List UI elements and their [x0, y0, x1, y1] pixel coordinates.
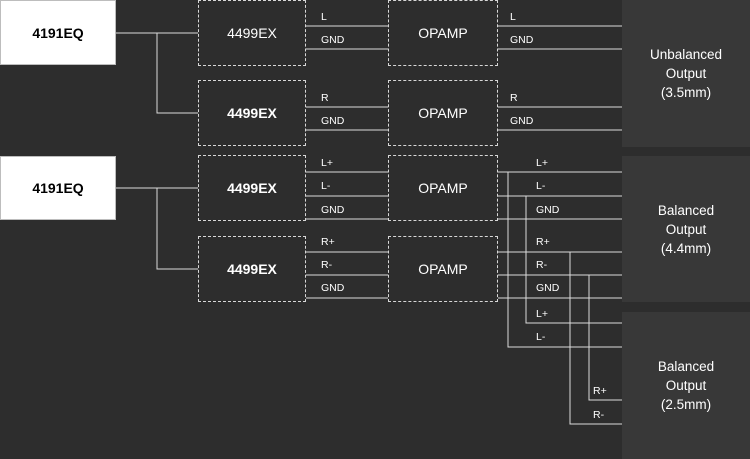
- output-size: (4.4mm): [660, 240, 712, 256]
- output-title: Balanced: [657, 202, 715, 218]
- amp1-pin-label: GND: [510, 34, 534, 46]
- balanced-pin-label: L+: [536, 308, 548, 320]
- dac4-pin-label: R+: [321, 236, 335, 248]
- output-subtitle: Output: [665, 66, 707, 81]
- dac2-pin-label: GND: [321, 115, 345, 127]
- dac4-pin-label: R-: [321, 259, 333, 271]
- output-title: Balanced: [657, 359, 715, 374]
- dac-chip-4: 4499EX: [198, 236, 306, 302]
- wire-branch-l-minus: [507, 172, 622, 348]
- opamp-3: OPAMP: [388, 155, 498, 221]
- opamp-1: OPAMP: [388, 0, 498, 66]
- output-unbalanced-3-5mm: Unbalanced Output (3.5mm): [622, 0, 750, 147]
- dac2-pin-label: R: [321, 92, 329, 104]
- opamp-2: OPAMP: [388, 80, 498, 146]
- balanced-pin-label: L+: [536, 157, 548, 169]
- balanced-pin-label: GND: [536, 204, 560, 216]
- output-subtitle: Output: [665, 221, 707, 237]
- wire-eq2-dac4: [156, 188, 198, 270]
- dac3-pin-label: GND: [321, 204, 345, 216]
- dac-chip-1: 4499EX: [198, 0, 306, 66]
- dac-chip-2: 4499EX: [198, 80, 306, 146]
- opamp-4: OPAMP: [388, 236, 498, 302]
- dac1-pin-label: L: [321, 11, 327, 23]
- dac3-pin-label: L+: [321, 157, 333, 169]
- eq-chip-2: 4191EQ: [0, 156, 116, 220]
- balanced-25-pin-label: R-: [593, 409, 605, 421]
- balanced-pin-label: GND: [536, 282, 560, 294]
- dac-chip-3: 4499EX: [198, 155, 306, 221]
- amp2-pin-label: R: [510, 92, 518, 104]
- output-title: Unbalanced: [649, 47, 723, 62]
- eq-chip-1: 4191EQ: [0, 0, 116, 65]
- dac3-pin-label: L-: [321, 180, 331, 192]
- output-size: (2.5mm): [660, 397, 712, 412]
- wire-branch-l-plus: [525, 196, 622, 324]
- output-subtitle: Output: [665, 378, 707, 393]
- dac4-pin-label: GND: [321, 282, 345, 294]
- wire-branch-r-minus: [569, 252, 622, 425]
- amp2-pin-label: GND: [510, 115, 534, 127]
- balanced-pin-label: L-: [536, 180, 546, 192]
- balanced-pin-label: R+: [536, 236, 550, 248]
- dac1-pin-label: GND: [321, 34, 345, 46]
- output-balanced-2-5mm: Balanced Output (2.5mm): [622, 312, 750, 459]
- balanced-pin-label: L-: [536, 331, 546, 343]
- output-size: (3.5mm): [660, 85, 712, 100]
- balanced-25-pin-label: R+: [593, 385, 607, 397]
- balanced-pin-label: R-: [536, 259, 548, 271]
- wire-branch-r-plus: [588, 275, 622, 401]
- wire-eq1-dac2: [156, 33, 198, 114]
- output-balanced-4-4mm: Balanced Output (4.4mm): [622, 156, 750, 302]
- amp1-pin-label: L: [510, 11, 516, 23]
